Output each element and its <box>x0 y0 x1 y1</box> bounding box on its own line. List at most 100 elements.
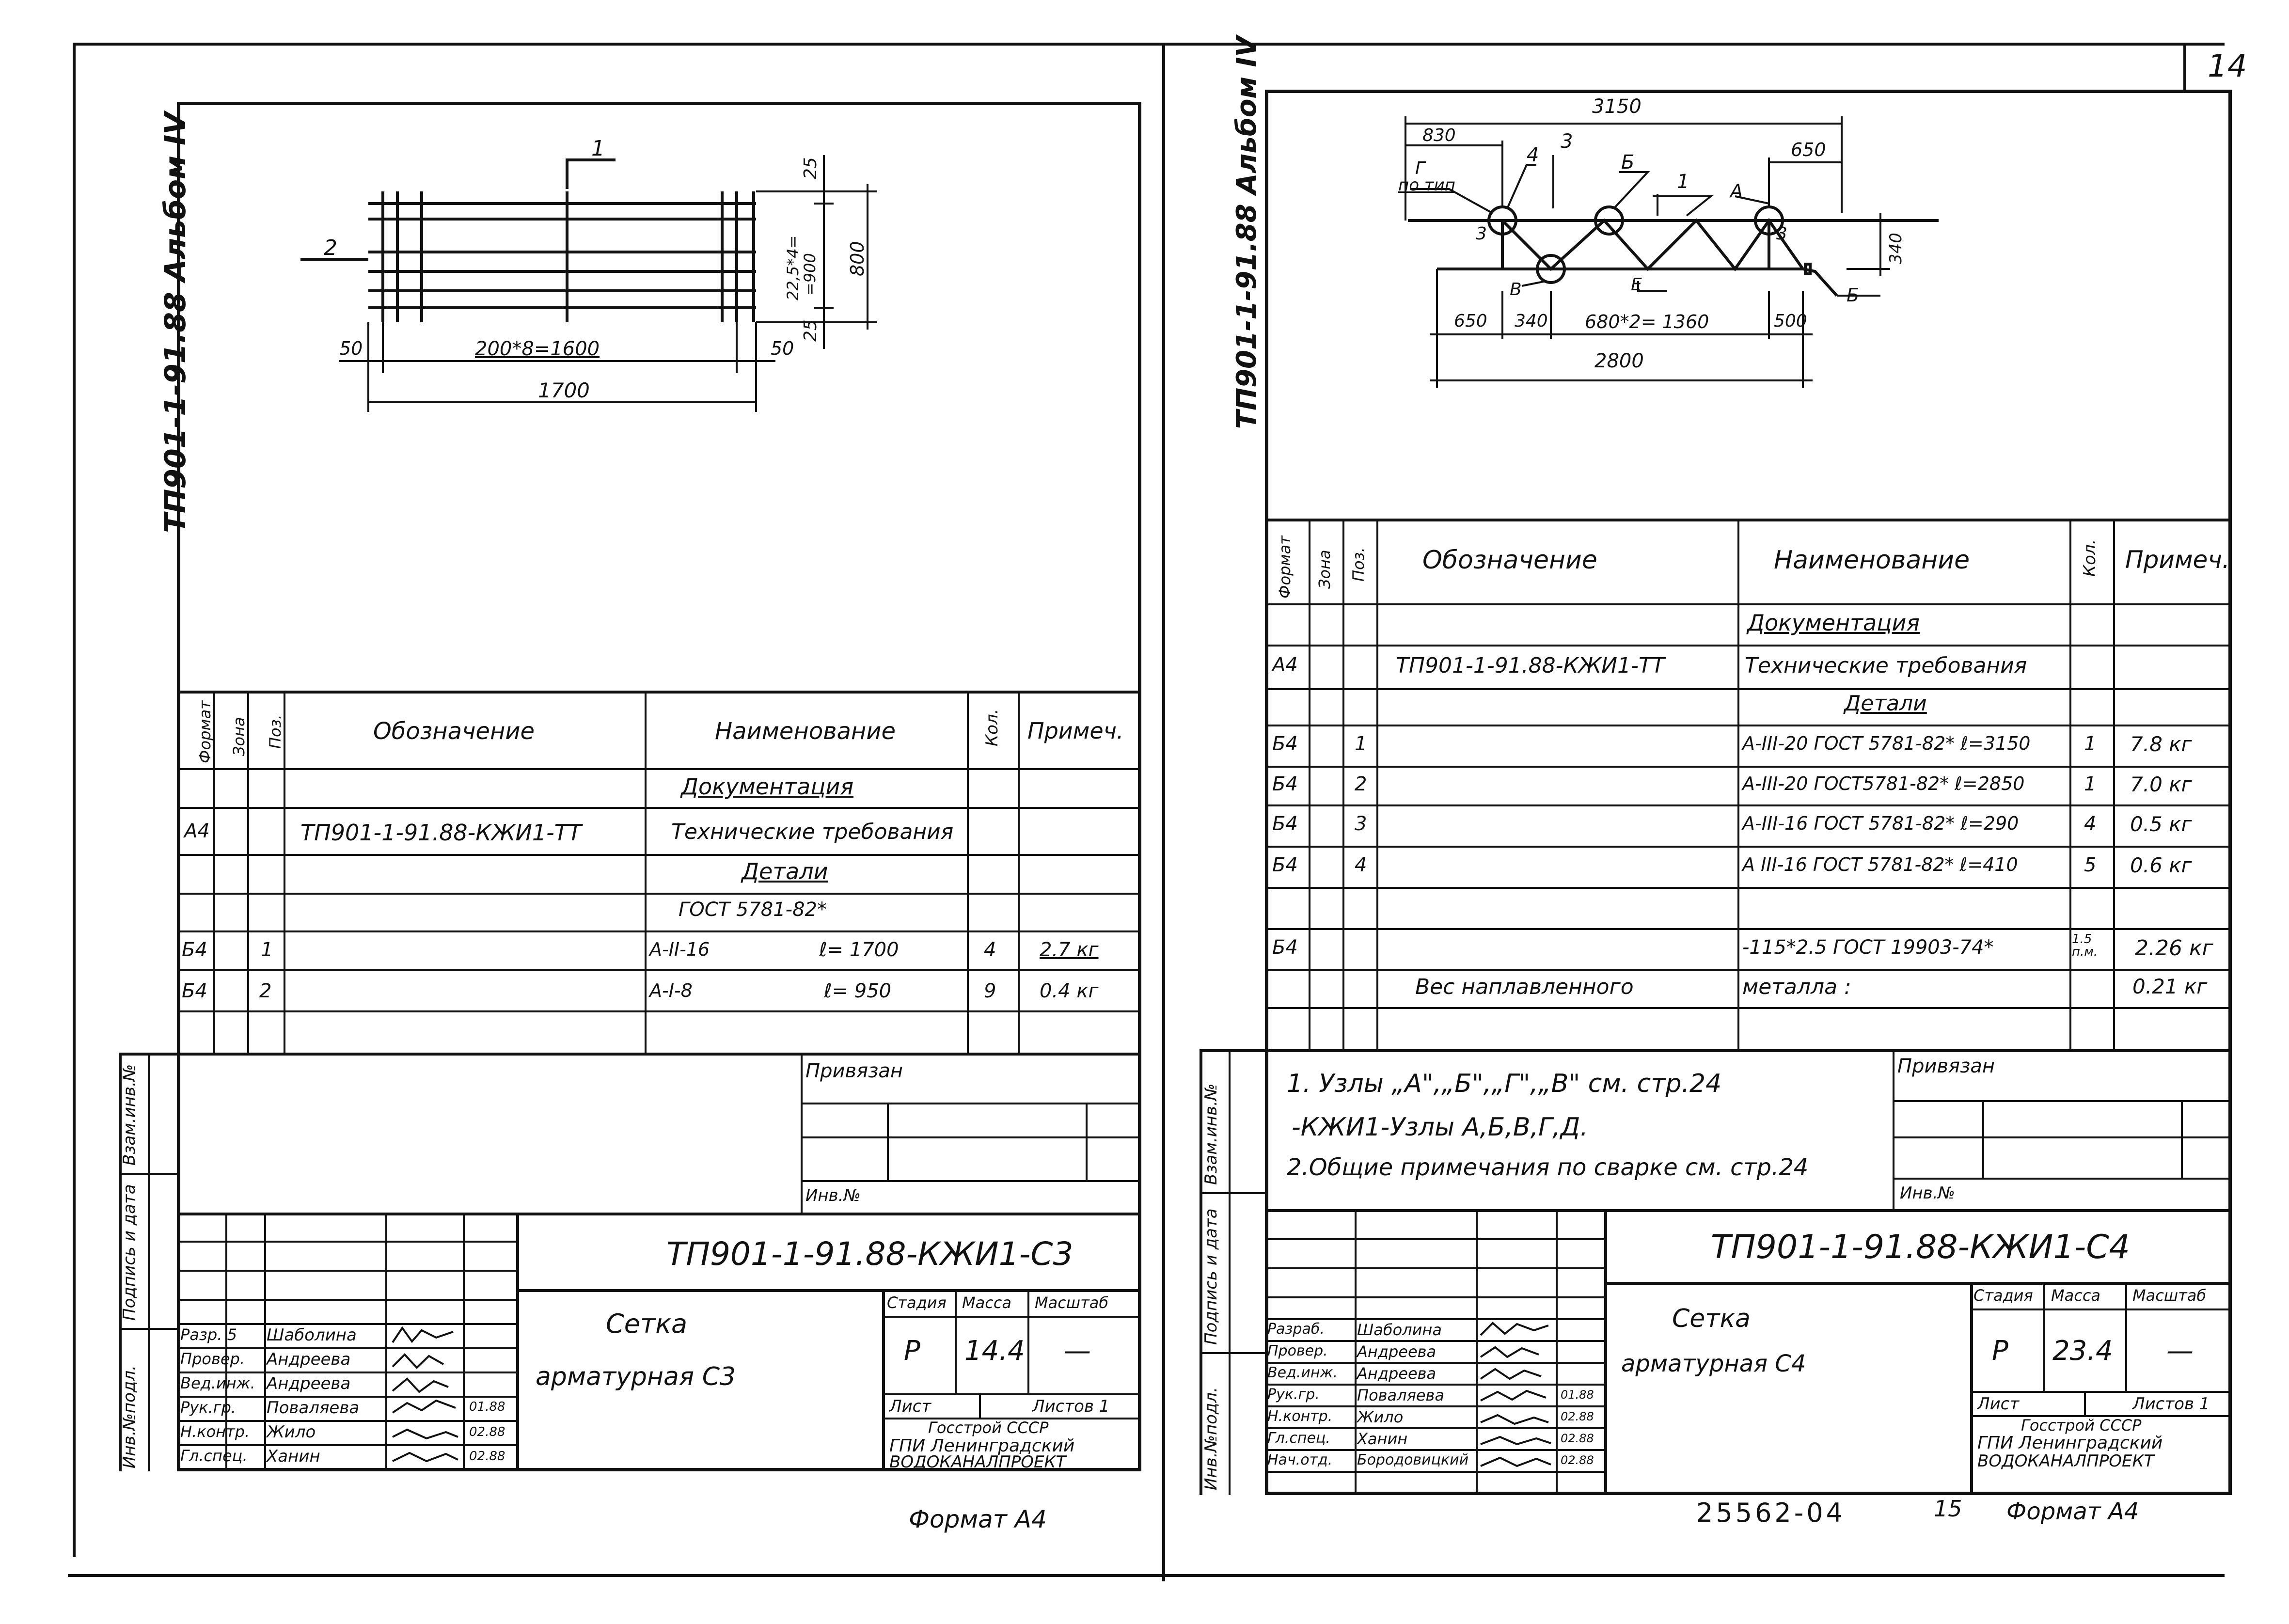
center-divider <box>1162 43 1165 1581</box>
left-person: Поваляева <box>267 1398 360 1418</box>
right-row-pos: 2 <box>1355 773 1367 795</box>
left-stage-value: Р <box>904 1335 920 1367</box>
left-role: Рук.гр. <box>180 1398 237 1417</box>
right-person: Бородовицкий <box>1357 1451 1469 1468</box>
right-spec-row-line <box>1265 846 2232 848</box>
right-date: 02.88 <box>1561 1410 1594 1423</box>
left-spec-row-line <box>177 930 1141 932</box>
right-stage-col <box>2043 1282 2045 1391</box>
page-15-label: 15 <box>1934 1496 1962 1522</box>
right-header-note: Примеч. <box>2125 546 2230 574</box>
right-row-name: Технические требования <box>1745 653 2027 678</box>
left-row-format: Б4 <box>182 939 207 961</box>
left-people-col <box>264 1213 266 1471</box>
right-people-col <box>1476 1209 1478 1495</box>
left-person: Андреева <box>267 1374 351 1393</box>
left-spec-col <box>645 691 647 1053</box>
left-privyazan-label: Привязан <box>805 1060 903 1082</box>
left-date: 01.88 <box>469 1400 505 1414</box>
right-label-3-right: 3 <box>1776 224 1787 244</box>
right-row-format: Б4 <box>1272 854 1298 876</box>
left-people-line <box>177 1241 516 1243</box>
right-label-b-bottom: Б <box>1847 284 1860 306</box>
right-scale-label: Масштаб <box>2132 1286 2207 1305</box>
right-people-col <box>1556 1209 1558 1495</box>
left-person: Жило <box>267 1422 316 1442</box>
right-spec-row-line <box>1265 928 2232 930</box>
right-dim-500: 500 <box>1774 311 1807 331</box>
top-border <box>73 43 2225 46</box>
left-title-mid <box>516 1289 1141 1292</box>
right-priv-line <box>1893 1100 2232 1102</box>
right-dim-650-top: 650 <box>1791 139 1826 160</box>
right-dim-2800: 2800 <box>1594 350 1644 372</box>
left-priv-col <box>1086 1103 1088 1180</box>
right-person: Андреева <box>1357 1364 1437 1383</box>
left-drawing-frame <box>177 102 1141 1471</box>
right-row-documentation: Документация <box>1747 610 1920 636</box>
right-mass-label: Масса <box>2051 1286 2101 1305</box>
right-row-qty: 1 <box>2084 773 2097 795</box>
left-row-note: 0.4 кг <box>1040 980 1099 1002</box>
left-stamp-sep <box>119 1328 177 1330</box>
right-format-label: Формат А4 <box>2006 1498 2139 1525</box>
left-row-qty: 4 <box>984 939 996 961</box>
left-stamp-col <box>119 1053 122 1471</box>
left-person: Ханин <box>267 1447 320 1466</box>
right-row-qty: 1.5 п.м. <box>2072 932 2098 959</box>
left-people-line <box>177 1270 516 1272</box>
right-sheet-label: Лист <box>1977 1394 2020 1414</box>
right-row-designation: ТП901-1-91.88-КЖИ1-ТТ <box>1396 653 1665 678</box>
right-spec-top <box>1265 519 2232 521</box>
left-spec-bottom <box>119 1053 1141 1056</box>
left-row-pos: 1 <box>261 939 273 961</box>
right-row-pos: 4 <box>1355 854 1367 876</box>
right-stage-label: Стадия <box>1973 1286 2033 1305</box>
left-spec-col <box>247 691 249 1053</box>
left-row-gost: ГОСТ 5781-82* <box>679 899 827 921</box>
right-role: Н.контр. <box>1267 1408 1333 1425</box>
left-spec-col <box>1018 691 1020 1053</box>
right-spec-row-line <box>1265 725 2232 726</box>
left-title-col <box>516 1213 519 1471</box>
right-people-line <box>1265 1318 1604 1320</box>
right-row-format: А4 <box>1272 654 1298 676</box>
right-people-line <box>1265 1267 1604 1269</box>
left-row-pos: 2 <box>259 980 272 1002</box>
left-spec-col <box>284 691 285 1053</box>
right-person: Жило <box>1357 1408 1404 1426</box>
right-priv-col <box>1982 1100 1984 1178</box>
left-org-2: ГПИ Ленинградский <box>889 1436 1075 1456</box>
right-header-designation: Обозначение <box>1422 546 1597 575</box>
bottom-border <box>68 1574 2225 1577</box>
left-stage-col <box>979 1393 981 1418</box>
left-org-1: Госстрой СССР <box>928 1419 1049 1437</box>
right-row-note: 0.6 кг <box>2130 853 2192 877</box>
left-org-3: ВОДОКАНАЛПРОЕКТ <box>889 1452 1066 1472</box>
page-number-box-line <box>2183 43 2186 91</box>
left-dim-spacing: 200*8=1600 <box>475 338 600 360</box>
right-row-name: металла : <box>1742 975 1851 999</box>
right-row-format: Б4 <box>1272 773 1298 795</box>
right-stage-col <box>2084 1391 2086 1415</box>
right-date: 02.88 <box>1561 1432 1594 1445</box>
right-people-line <box>1265 1238 1604 1240</box>
left-role: Провер. <box>180 1350 245 1368</box>
right-row-qty: 5 <box>2084 854 2097 876</box>
right-dim-3150: 3150 <box>1592 95 1642 118</box>
left-priv-col <box>801 1053 803 1213</box>
left-stage-col <box>1027 1289 1029 1393</box>
left-format-label: Формат А4 <box>909 1505 1047 1533</box>
left-stage-line <box>882 1393 1141 1395</box>
left-person: Андреева <box>267 1350 351 1369</box>
right-stage-col <box>2125 1282 2127 1391</box>
right-spec-col <box>2069 519 2071 1049</box>
page-number: 14 <box>2208 48 2247 84</box>
left-title-col <box>882 1289 885 1471</box>
left-row-format: А4 <box>184 820 210 842</box>
left-person: Шаболина <box>267 1325 357 1345</box>
left-row-documentation: Документация <box>681 773 854 800</box>
right-priv-line <box>1893 1178 2232 1180</box>
